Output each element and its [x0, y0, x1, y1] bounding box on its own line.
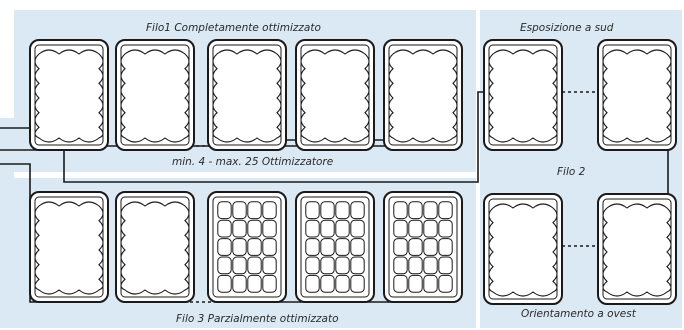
- module-string1-1: [29, 39, 109, 151]
- module-string2-west-1: [483, 193, 563, 305]
- module-string2-south-2: [597, 39, 677, 151]
- module-string1-2: [115, 39, 195, 151]
- module-string2-south-1: [483, 39, 563, 151]
- west-orientation-label: Orientamento a ovest: [521, 308, 636, 320]
- module-string3-4: [295, 191, 375, 303]
- inverter-zone: [0, 118, 14, 328]
- module-string2-west-2: [597, 193, 677, 305]
- string2-label: Filo 2: [557, 166, 586, 178]
- module-string1-5: [383, 39, 463, 151]
- string1-title: Filo1 Completamente ottimizzato: [146, 22, 321, 34]
- module-string3-1: [29, 191, 109, 303]
- module-string3-3: [207, 191, 287, 303]
- module-string1-3: [207, 39, 287, 151]
- module-string3-5: [383, 191, 463, 303]
- module-string1-4: [295, 39, 375, 151]
- south-exposure-label: Esposizione a sud: [520, 22, 614, 34]
- string3-title: Filo 3 Parzialmente ottimizzato: [176, 313, 339, 325]
- optimizer-range-label: min. 4 - max. 25 Ottimizzatore: [172, 156, 334, 168]
- module-string3-2: [115, 191, 195, 303]
